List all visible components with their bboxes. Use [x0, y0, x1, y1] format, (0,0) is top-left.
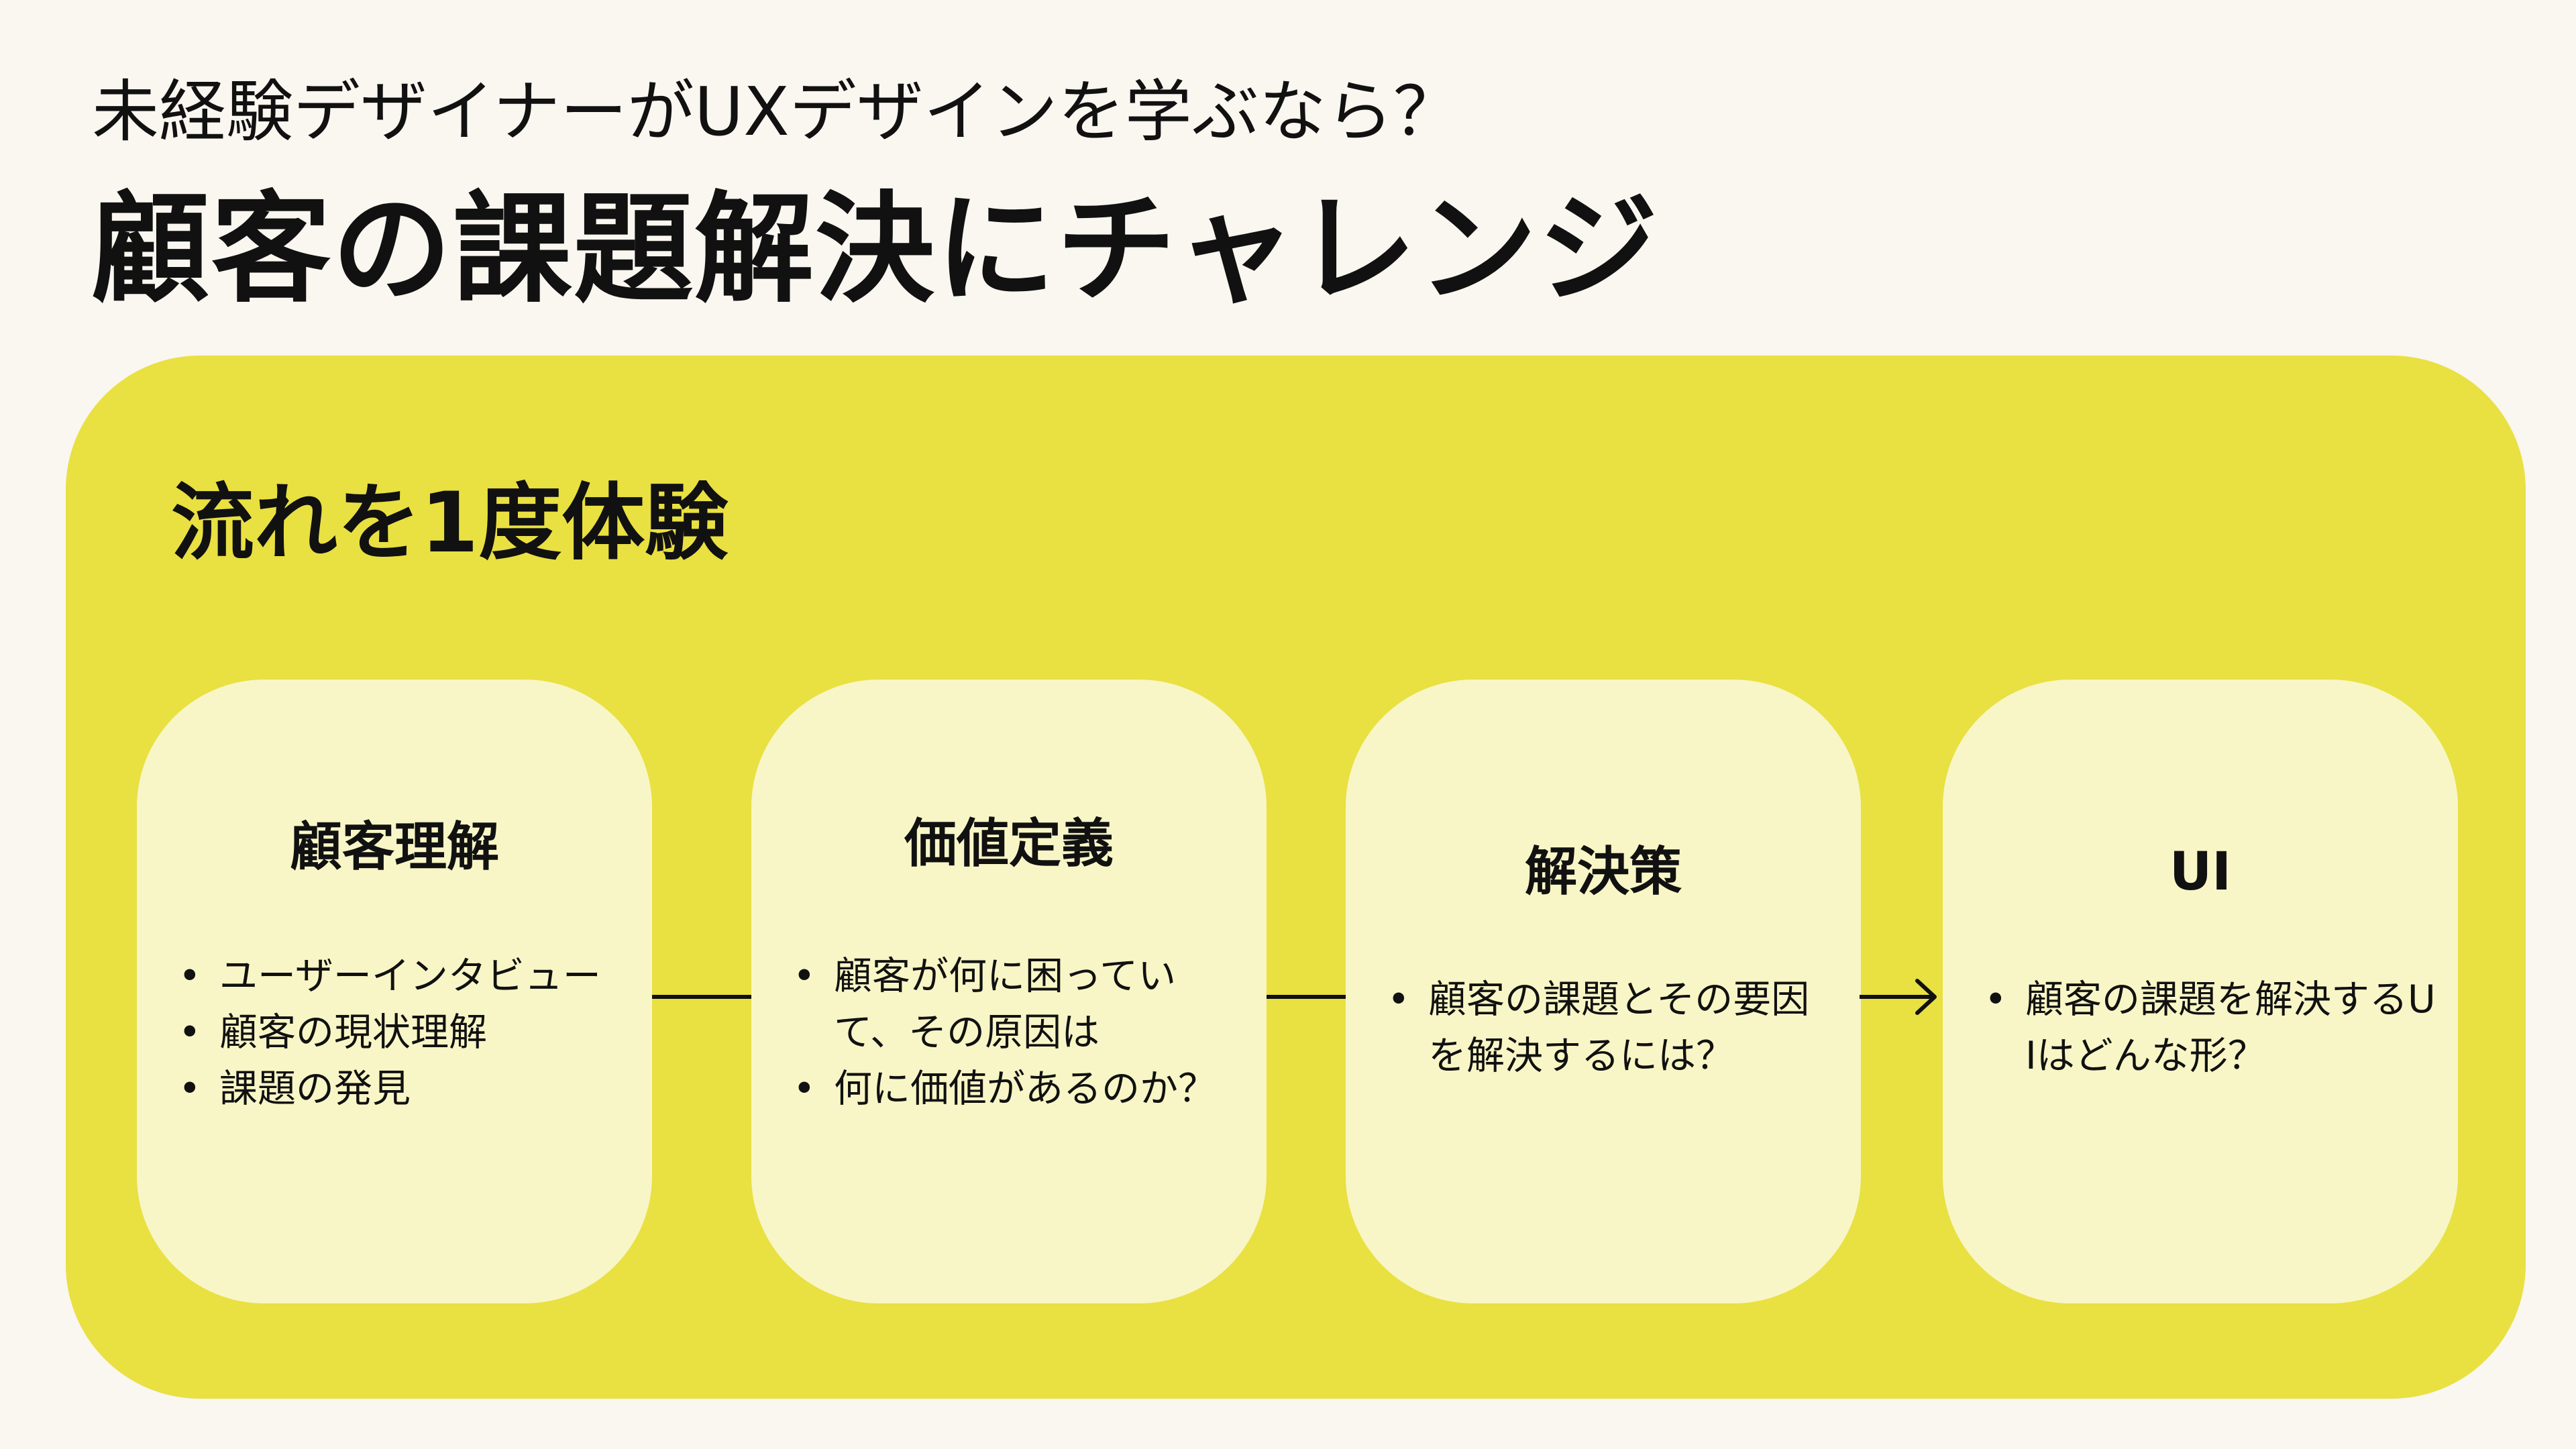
- list-item-text: 顧客の課題とその要因を解決するには？: [1428, 977, 1810, 1078]
- bullet-icon: •: [178, 1067, 201, 1111]
- bullet-icon: •: [1984, 977, 2007, 1022]
- list-item: • ユーザーインタビュー: [177, 948, 632, 1004]
- list-item-text: 課題の発見: [219, 1067, 411, 1111]
- page-subtitle: 未経験デザイナーがUXデザインを学ぶなら？: [92, 72, 1460, 151]
- list-item: • 顧客の課題を解決するUIはどんな形？: [1983, 971, 2438, 1084]
- card-list: • ユーザーインタビュー • 顧客の現状理解 • 課題の発見: [177, 948, 632, 1117]
- panel-heading: 流れを1度体験: [171, 475, 729, 572]
- list-item-text: 何に価値があるのか？: [834, 1067, 1216, 1111]
- bullet-icon: •: [793, 1067, 816, 1111]
- list-item: • 何に価値があるのか？: [792, 1061, 1246, 1117]
- card-list: • 顧客の課題とその要因を解決するには？: [1386, 971, 1841, 1084]
- connector-line: [652, 995, 753, 999]
- list-item-text: 顧客の現状理解: [219, 1010, 487, 1055]
- card-list: • 顧客が何に困っていて、その原因は • 何に価値があるのか？: [792, 948, 1246, 1117]
- card-title: 顧客理解: [289, 817, 499, 877]
- list-item-text: 顧客が何に困っていて、その原因は: [834, 954, 1177, 1055]
- card-title: UI: [2169, 842, 2232, 902]
- list-item-text: ユーザーインタビュー: [219, 954, 601, 998]
- card-value-definition: 価値定義 • 顧客が何に困っていて、その原因は • 何に価値があるのか？: [751, 680, 1267, 1303]
- card-ui: UI • 顧客の課題を解決するUIはどんな形？: [1943, 680, 2458, 1303]
- bullet-icon: •: [178, 954, 201, 998]
- bullet-icon: •: [793, 954, 816, 998]
- page-title: 顧客の課題解決にチャレンジ: [91, 180, 1660, 319]
- bullet-icon: •: [1387, 977, 1410, 1022]
- card-solution: 解決策 • 顧客の課題とその要因を解決するには？: [1346, 680, 1861, 1303]
- list-item: • 顧客の課題とその要因を解決するには？: [1386, 971, 1841, 1084]
- bullet-icon: •: [178, 1010, 201, 1055]
- connector-line: [1267, 995, 1347, 999]
- arrow-right-icon: [1860, 979, 1937, 1015]
- list-item: • 顧客が何に困っていて、その原因は: [792, 948, 1246, 1061]
- card-title: 価値定義: [904, 814, 1114, 874]
- list-item: • 顧客の現状理解: [177, 1004, 632, 1061]
- card-customer-understanding: 顧客理解 • ユーザーインタビュー • 顧客の現状理解 • 課題の発見: [137, 680, 652, 1303]
- list-item: • 課題の発見: [177, 1061, 632, 1117]
- card-list: • 顧客の課題を解決するUIはどんな形？: [1983, 971, 2438, 1084]
- card-title: 解決策: [1524, 842, 1682, 902]
- list-item-text: 顧客の課題を解決するUIはどんな形？: [2025, 977, 2436, 1078]
